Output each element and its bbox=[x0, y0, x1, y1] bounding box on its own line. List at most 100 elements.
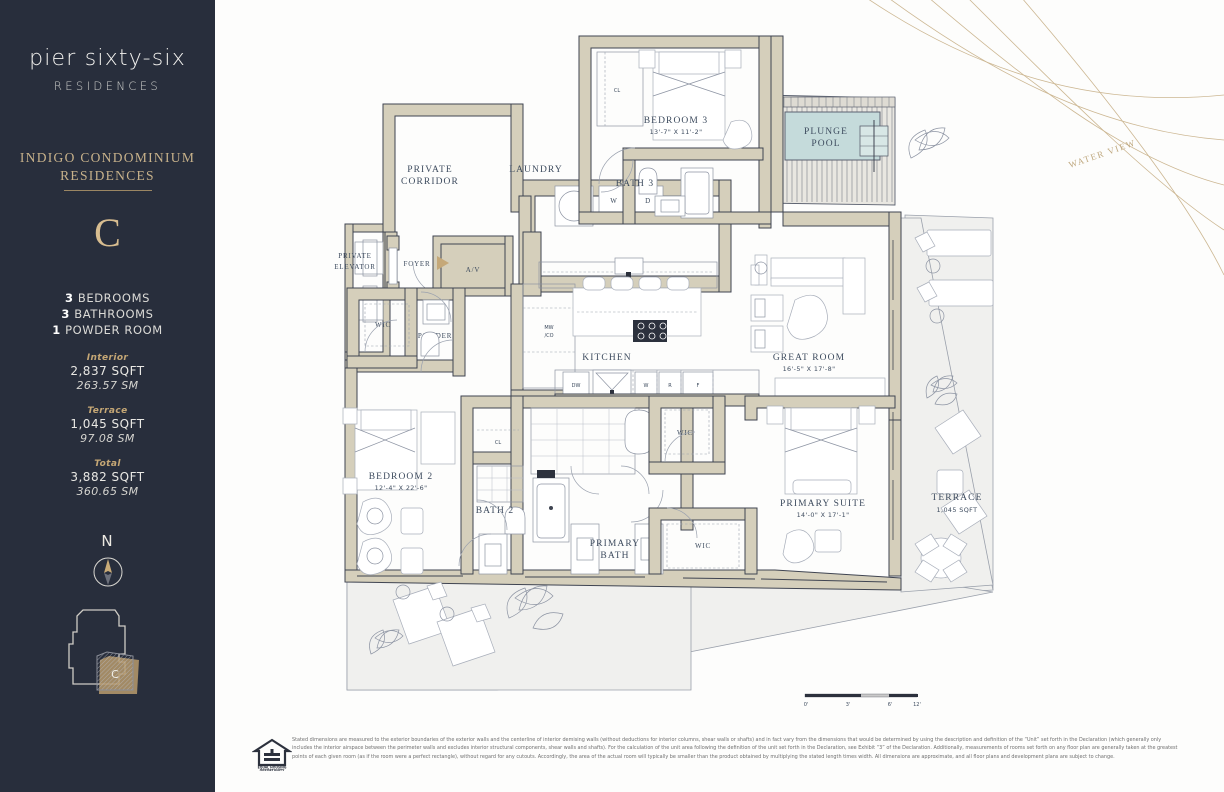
side-table-primary bbox=[814, 529, 842, 553]
room-counts: 3 BEDROOMS 3 BATHROOMS 1 POWDER ROOM bbox=[0, 291, 215, 339]
key-plan-diagram: C bbox=[67, 609, 139, 695]
water-wave-decoration bbox=[868, 0, 1224, 276]
bench-primary bbox=[792, 479, 852, 495]
coffee-table bbox=[786, 294, 828, 340]
compass: N bbox=[0, 532, 215, 592]
chaise-1 bbox=[926, 229, 992, 257]
bedroom2-label: BEDROOM 2 bbox=[369, 472, 434, 482]
floor-plan-panel: .w { fill:#d5cfbb; stroke:#3f4451; strok… bbox=[215, 0, 1224, 792]
primary-bath-zone: PRIMARY BATH bbox=[511, 395, 694, 575]
toilet-bath3 bbox=[638, 167, 658, 195]
great-room-label: GREAT ROOM bbox=[773, 353, 845, 363]
elevator-door-1 bbox=[354, 241, 384, 275]
scale-tick-0: 0' bbox=[804, 702, 809, 708]
terrace-furniture-south bbox=[369, 581, 564, 667]
av-closet-label: A/V bbox=[466, 266, 480, 274]
kitchen-r-label: R bbox=[668, 383, 672, 389]
bedroom3-closet-label: CL bbox=[614, 88, 620, 94]
area-terrace-sqft: 1,045 SQFT bbox=[70, 417, 145, 432]
private-corridor-label-2: CORRIDOR bbox=[401, 177, 459, 187]
chaise-s2 bbox=[436, 607, 496, 667]
toilet-bath2 bbox=[504, 506, 526, 535]
sectional-arm bbox=[842, 257, 866, 315]
powder-toilet bbox=[420, 331, 440, 357]
island-stool-3 bbox=[638, 276, 662, 291]
plunge-pool-label-2: POOL bbox=[811, 139, 840, 149]
scale-bar: 0' 3' 6' 12' bbox=[804, 693, 921, 708]
south-facade-glazing bbox=[357, 575, 888, 583]
vanity-bath3 bbox=[654, 195, 686, 217]
compass-north-label: N bbox=[101, 532, 114, 551]
wic-upper-zone: WIC bbox=[648, 395, 726, 475]
island-stool-2 bbox=[610, 276, 634, 291]
lounge-t1 bbox=[934, 409, 982, 455]
foyer-area: PRIVATE ELEVATOR FOYER bbox=[334, 231, 449, 301]
bath2-label: BATH 2 bbox=[476, 506, 515, 516]
foyer-label: FOYER bbox=[404, 260, 431, 268]
water-view-label: WATER VIEW bbox=[1067, 137, 1137, 169]
vanity-bath2 bbox=[478, 533, 508, 575]
lounge-chair-primary bbox=[782, 529, 815, 564]
laundry-sink bbox=[614, 257, 644, 275]
equal-housing-logo: EQUAL HOUSING OPPORTUNITY bbox=[252, 738, 292, 771]
wic3-label: WIC bbox=[695, 542, 711, 550]
area-interior-sqft: 2,837 SQFT bbox=[70, 364, 145, 379]
dryer-label: D bbox=[645, 197, 651, 205]
island-cooktop bbox=[633, 320, 667, 342]
planting-pool bbox=[908, 127, 950, 159]
laundry-label: LAUNDRY bbox=[509, 165, 563, 175]
bath3-label: BATH 3 bbox=[616, 179, 655, 189]
private-corridor-label-1: PRIVATE bbox=[407, 165, 453, 175]
collection-line-1: INDIGO CONDOMINIUM bbox=[19, 150, 196, 165]
mwco-label-2: /CO bbox=[544, 333, 553, 339]
kitchen-w-label: W bbox=[644, 383, 649, 389]
key-plan: C bbox=[0, 598, 215, 708]
floor-plan-drawing: .w { fill:#d5cfbb; stroke:#3f4451; strok… bbox=[334, 0, 1224, 708]
area-total-sm: 360.65 SM bbox=[76, 485, 139, 499]
bedroom-count: 3 BEDROOMS bbox=[0, 291, 215, 307]
side-table-1 bbox=[400, 507, 424, 535]
wic2-label: WIC bbox=[677, 429, 693, 437]
powder-count-number: 1 bbox=[52, 323, 61, 338]
bedroom-count-number: 3 bbox=[64, 291, 74, 306]
scale-tick-2: 6' bbox=[888, 702, 893, 708]
cl-label: CL bbox=[495, 440, 501, 446]
primary-bath-label-2: BATH bbox=[600, 551, 629, 561]
scale-tick-1: 3' bbox=[846, 702, 851, 708]
side-table-t2 bbox=[929, 308, 945, 324]
eho-label-1: EQUAL HOUSING bbox=[258, 766, 287, 770]
island-stool-1 bbox=[582, 276, 606, 291]
bathroom-count-label: BATHROOMS bbox=[74, 307, 154, 322]
area-terrace-label: Terrace bbox=[87, 406, 128, 417]
primary-suite-dims: 14'-0" X 17'-1" bbox=[797, 511, 850, 519]
lounge-t2 bbox=[940, 489, 988, 535]
wic-lower-zone: WIC bbox=[648, 507, 758, 575]
dishwasher-label: DW bbox=[572, 383, 581, 389]
island-stool-4 bbox=[666, 276, 690, 291]
area-interior: Interior 2,837 SQFT 263.57 SM bbox=[0, 353, 215, 392]
collection-title: INDIGO CONDOMINIUM RESIDENCES bbox=[0, 149, 215, 185]
sidebar: pier sixty-six RESIDENCES INDIGO CONDOMI… bbox=[0, 0, 215, 792]
great-room-dims: 16'-5" X 17'-8" bbox=[783, 365, 836, 373]
area-total-label: Total bbox=[94, 459, 121, 470]
terrace-furniture-east: TERRACE 1,045 SQFT bbox=[914, 229, 994, 583]
washer-label: W bbox=[610, 197, 617, 205]
lounge-chair-1 bbox=[356, 497, 392, 535]
area-total: Total 3,882 SQFT 360.65 SM bbox=[0, 459, 215, 498]
primary-bath-label-1: PRIMARY bbox=[590, 539, 640, 549]
walls-main-envelope bbox=[344, 35, 902, 591]
brand-subtitle: RESIDENCES bbox=[53, 79, 162, 93]
bedroom3-dims: 13'-7" X 11'-2" bbox=[650, 128, 703, 136]
kitchen-f-label: F bbox=[697, 383, 700, 389]
bath2-zone: CL BATH 2 bbox=[458, 395, 526, 575]
bedroom2-zone: BEDROOM 2 12'-4" X 22'-6" bbox=[342, 395, 474, 575]
great-room-zone: GREAT ROOM 16'-5" X 17'-8" bbox=[750, 254, 886, 401]
private-elevator-label-1: PRIVATE bbox=[338, 252, 371, 260]
wic1-label: WIC bbox=[375, 321, 391, 329]
plunge-pool: PLUNGE POOL bbox=[784, 111, 889, 172]
planting-2 bbox=[369, 629, 404, 655]
bedroom3-label: BEDROOM 3 bbox=[644, 116, 709, 126]
area-total-sqft: 3,882 SQFT bbox=[70, 470, 145, 485]
eho-label-2: OPPORTUNITY bbox=[260, 768, 286, 771]
private-elevator-label-2: ELEVATOR bbox=[334, 263, 376, 271]
